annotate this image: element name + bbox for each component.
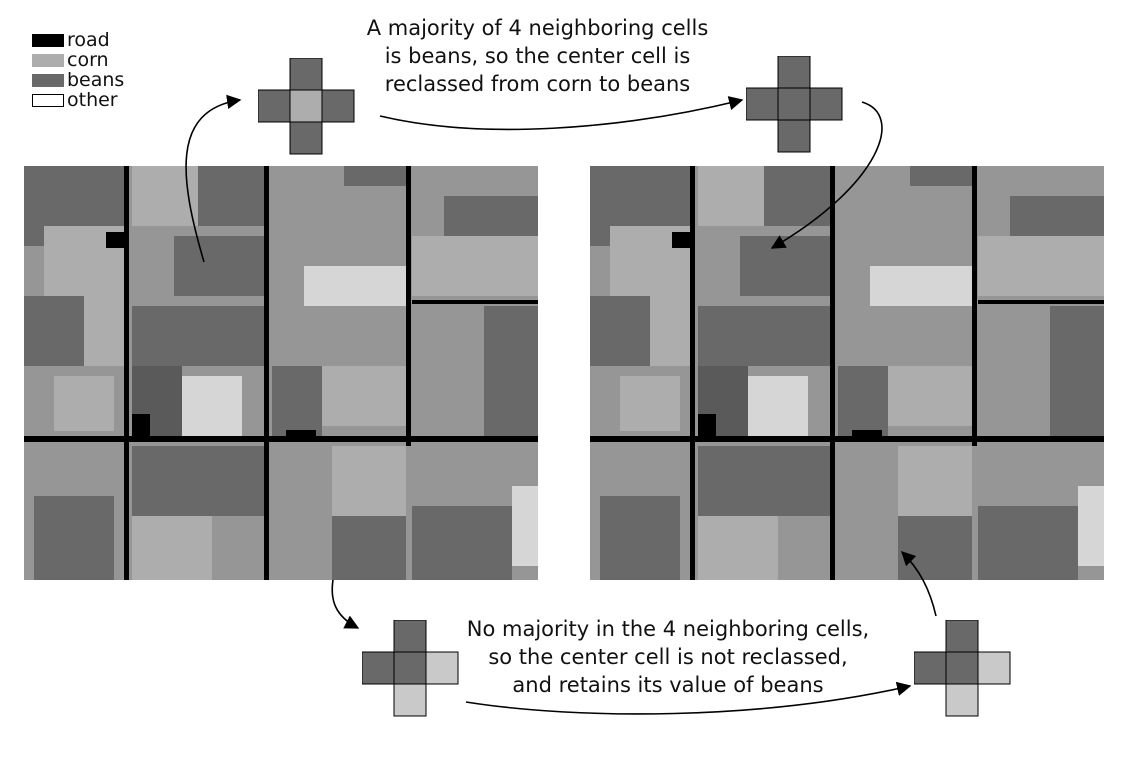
cross-east-cell [425, 651, 459, 685]
top-caption-line-2: is beans, so the center cell is [384, 44, 691, 68]
bottom-caption-line-3: and retains its value of beans [512, 673, 824, 697]
cross-west-cell [362, 651, 395, 685]
arrow-map-to-bottom-cross [331, 579, 360, 629]
cross-east-cell [809, 87, 843, 121]
map-roads [24, 166, 538, 580]
arrow-map-to-top-cross [185, 94, 242, 263]
top-caption-line-3: reclassed from corn to beans [384, 72, 691, 96]
cross-east-cell [977, 651, 1011, 685]
cross-north-cell [289, 58, 323, 91]
beans-swatch [32, 73, 64, 87]
arrow-bottom-cross-to-map [900, 550, 937, 617]
land-cover-map-after [590, 166, 1104, 580]
top-caption-line-1: A majority of 4 neighboring cells [366, 16, 709, 40]
legend-label-corn: corn [67, 49, 109, 71]
cross-south-cell [393, 683, 427, 717]
cross-west-cell [914, 651, 947, 685]
cross-bottom-after [914, 620, 1011, 717]
cross-north-cell [945, 620, 979, 653]
cross-north-cell [777, 56, 811, 89]
map-roads [590, 166, 1104, 580]
map-after-raster [590, 166, 1104, 580]
bottom-caption: No majority in the 4 neighboring cells, … [448, 615, 888, 699]
other-swatch [32, 93, 64, 107]
cross-south-cell [777, 119, 811, 153]
cross-east-cell [321, 89, 355, 123]
map-before-raster [24, 166, 538, 580]
legend-item-corn: corn [32, 50, 124, 70]
road-swatch [32, 33, 64, 47]
map-fields [24, 166, 538, 580]
cross-south-cell [289, 121, 323, 155]
legend-item-beans: beans [32, 70, 124, 90]
arrow-bottom-cross-to-bottom-cross [465, 681, 912, 715]
top-caption: A majority of 4 neighboring cells is bea… [340, 14, 735, 98]
arrow-top-cross-to-map [770, 101, 883, 249]
cross-center-cell [777, 87, 811, 121]
cross-top-before [258, 58, 355, 155]
land-cover-map-before [24, 166, 538, 580]
legend-item-road: road [32, 30, 124, 50]
corn-swatch [32, 53, 64, 67]
legend: road corn beans other [32, 30, 124, 110]
bottom-caption-line-2: so the center cell is not reclassed, [488, 645, 848, 669]
legend-label-other: other [67, 89, 118, 111]
legend-label-road: road [67, 29, 110, 51]
cross-top-after [746, 56, 843, 153]
map-fields [590, 166, 1104, 580]
cross-bottom-before [362, 620, 459, 717]
arrow-top-cross-to-top-cross [379, 96, 744, 131]
cross-center-cell [393, 651, 427, 685]
bottom-caption-line-1: No majority in the 4 neighboring cells, [466, 617, 870, 641]
legend-item-other: other [32, 90, 124, 110]
cross-south-cell [945, 683, 979, 717]
legend-label-beans: beans [67, 69, 125, 91]
cross-center-cell [289, 89, 323, 123]
cross-north-cell [393, 620, 427, 653]
cross-west-cell [258, 89, 291, 123]
